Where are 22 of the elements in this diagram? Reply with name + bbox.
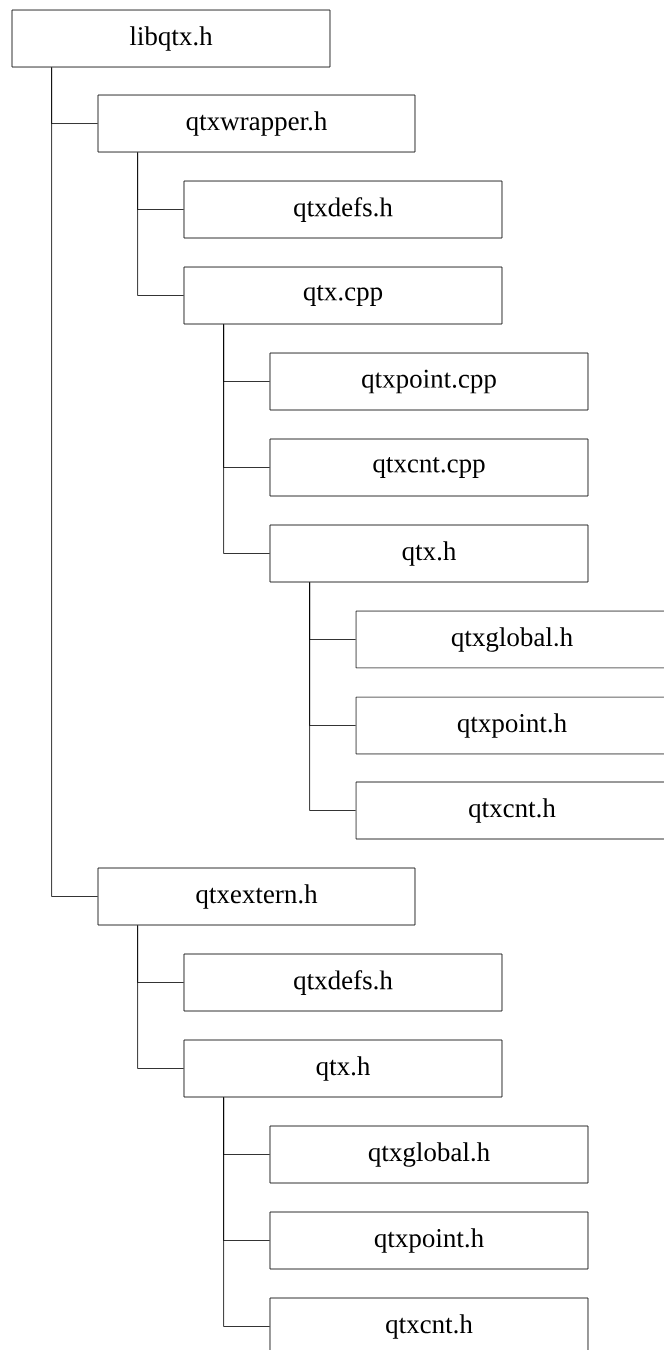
file-box: qtx.cpp <box>183 266 503 325</box>
file-box: qtxextern.h <box>97 867 416 926</box>
file-box: qtxpoint.cpp <box>269 352 589 411</box>
tree-connector <box>223 1097 270 1327</box>
tree-connector <box>51 67 98 897</box>
file-box: libqtx.h <box>11 9 331 68</box>
tree-connector <box>223 324 270 554</box>
file-box: qtxcnt.h <box>269 1297 589 1350</box>
file-box: qtxpoint.h <box>269 1211 589 1270</box>
file-box: qtxglobal.h <box>355 610 664 669</box>
file-box: qtxcnt.h <box>355 781 664 840</box>
file-box: qtxdefs.h <box>183 953 503 1012</box>
file-box: qtxpoint.h <box>355 696 664 755</box>
tree-connector <box>309 582 356 811</box>
file-box: qtxglobal.h <box>269 1125 589 1184</box>
file-box: qtx.h <box>269 524 589 583</box>
file-box: qtxdefs.h <box>183 180 503 239</box>
file-box: qtxcnt.cpp <box>269 438 589 497</box>
file-box: qtx.h <box>183 1039 503 1098</box>
file-box: qtxwrapper.h <box>97 94 416 153</box>
tree-connector <box>137 925 184 1069</box>
tree-connector <box>137 152 184 296</box>
